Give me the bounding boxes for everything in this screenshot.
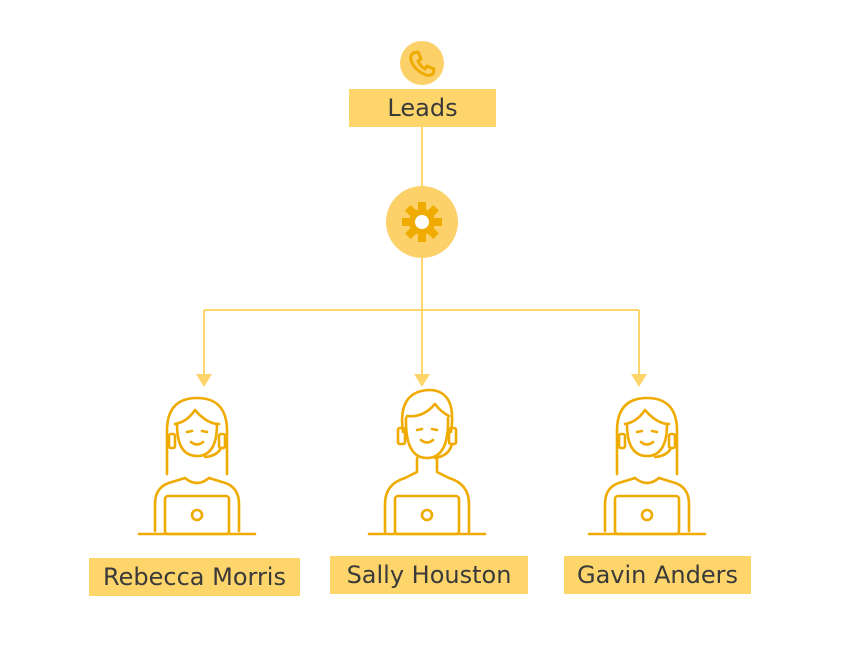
agent-label-rebecca-morris: Rebecca Morris bbox=[89, 558, 300, 596]
male-agent-headset-laptop-icon bbox=[367, 388, 487, 536]
arrowhead-center bbox=[414, 374, 430, 387]
arrowhead-right bbox=[631, 374, 647, 387]
agent-figure-gavin bbox=[587, 396, 707, 536]
leads-label: Leads bbox=[349, 89, 496, 127]
agent-label-sally-houston: Sally Houston bbox=[330, 556, 528, 594]
connector-arrowheads bbox=[196, 374, 647, 387]
connector-lines bbox=[203, 127, 640, 376]
agent-figure-rebecca bbox=[137, 396, 257, 536]
female-agent-headset-laptop-icon bbox=[137, 396, 257, 536]
gear-icon bbox=[386, 186, 458, 258]
agent-label-gavin-anders: Gavin Anders bbox=[564, 556, 751, 594]
female-agent-headset-laptop-icon bbox=[587, 396, 707, 536]
agent-figure-sally bbox=[367, 388, 487, 536]
phone-icon bbox=[400, 41, 444, 85]
arrowhead-left bbox=[196, 374, 212, 387]
